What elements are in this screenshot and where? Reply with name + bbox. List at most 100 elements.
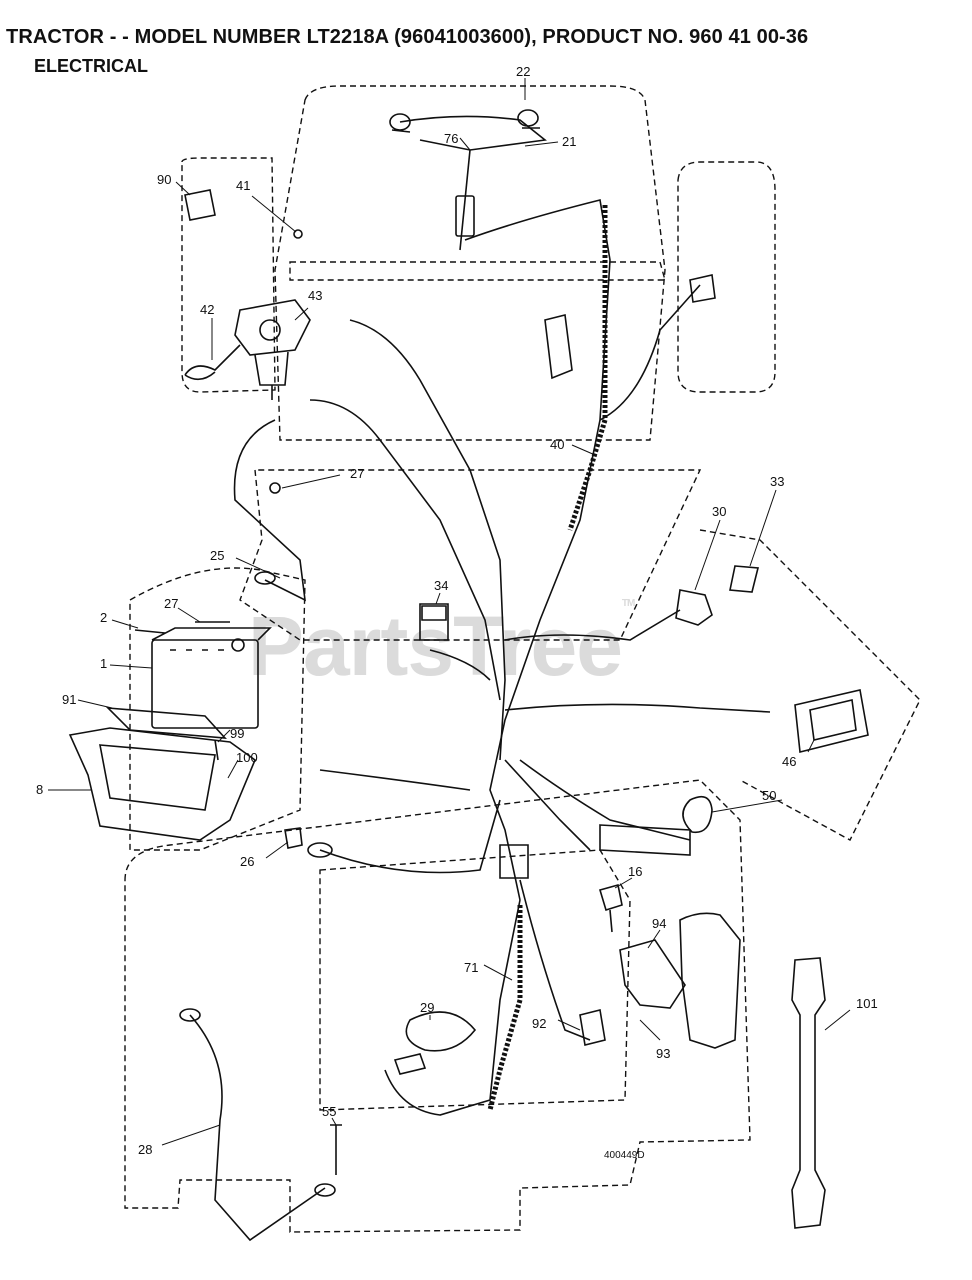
callout-26: 26 (240, 854, 254, 869)
callout-100: 100 (236, 750, 258, 765)
headlight-socket-76 (391, 127, 540, 133)
seat-switch-wire (384, 899, 521, 1116)
callout-90: 90 (157, 172, 171, 187)
callout-94: 94 (652, 916, 666, 931)
leader-27b (177, 607, 201, 623)
leader-93 (639, 1019, 661, 1041)
harness-to-ground-lug (319, 769, 471, 791)
leader-1 (109, 664, 153, 669)
leader-33 (749, 489, 777, 567)
right-headlight-outline (677, 161, 776, 393)
hood-switch-stem (254, 351, 289, 400)
hood-switch-43 (234, 299, 311, 356)
callout-99: 99 (230, 726, 244, 741)
callout-55: 55 (322, 1104, 336, 1119)
ground-cable-28 (189, 1014, 326, 1242)
ground-lug-28-end (314, 1183, 336, 1197)
page-title: TRACTOR - - MODEL NUMBER LT2218A (960410… (6, 26, 809, 48)
leader-55 (331, 1117, 337, 1126)
screw-55 (330, 1124, 342, 1175)
ignition-switch-30 (675, 589, 713, 626)
dash-panel-outline (239, 469, 702, 641)
harness-to-connector-34 (429, 649, 491, 681)
callout-34: 34 (434, 578, 448, 593)
leader-41 (251, 195, 297, 233)
callout-40: 40 (550, 437, 564, 452)
dash-connector (544, 314, 573, 380)
leader-34 (435, 592, 441, 605)
headlight-connector (455, 195, 475, 237)
callout-30: 30 (712, 504, 726, 519)
leader-91 (77, 699, 113, 709)
light-switch-50 (682, 795, 713, 834)
key-33 (729, 565, 760, 593)
right-headlight-bulb (517, 109, 539, 127)
ring-terminal-26 (307, 842, 333, 858)
nut-41 (293, 229, 303, 239)
battery-tray-inner (99, 744, 216, 811)
leader-16 (614, 877, 633, 889)
battery-area-outline (129, 567, 306, 851)
harness-to-ground-26 (319, 799, 501, 874)
leader-101 (824, 1009, 851, 1031)
callout-91: 91 (62, 692, 76, 707)
callout-27-top: 27 (350, 466, 364, 481)
callout-1: 1 (100, 656, 107, 671)
leader-28 (161, 1124, 221, 1146)
rear-lamp-connector (689, 274, 716, 303)
callout-92: 92 (532, 1016, 546, 1031)
clip-26 (284, 827, 303, 849)
callout-46: 46 (782, 754, 796, 769)
switch-29 (405, 1011, 477, 1052)
fuse-16 (598, 883, 623, 933)
left-headlight-outline (181, 157, 276, 393)
washer-27-top (269, 482, 281, 494)
harness-to-ignition (504, 703, 771, 713)
callout-71: 71 (464, 960, 478, 975)
battery-terminal-positive (231, 638, 245, 652)
leader-50 (711, 799, 783, 813)
callout-21: 21 (562, 134, 576, 149)
battery-1 (151, 639, 259, 729)
harness-branch-start (349, 319, 506, 761)
leader-25 (235, 557, 281, 579)
connector-34 (419, 603, 449, 641)
watermark: PartsTreeTM (248, 598, 635, 695)
tray-bolt-99 (214, 739, 219, 761)
leader-94 (647, 929, 661, 949)
leader-100 (227, 759, 239, 779)
main-harness-trunk (464, 199, 611, 901)
relay-92 (579, 1009, 606, 1046)
leader-26 (265, 841, 289, 859)
module-46 (794, 689, 869, 753)
harness-to-seat (504, 759, 591, 851)
hood-outline (274, 85, 666, 441)
harness-101 (791, 957, 826, 1229)
callout-101: 101 (856, 996, 878, 1011)
ring-terminal-25 (254, 571, 276, 585)
seat-area-outline (319, 849, 631, 1111)
battery-top (151, 627, 272, 641)
callout-93: 93 (656, 1046, 670, 1061)
callout-2: 2 (100, 610, 107, 625)
callout-42: 42 (200, 302, 214, 317)
hood-switch-lens (259, 319, 281, 341)
bracket-90 (184, 189, 216, 221)
leader-30 (694, 519, 721, 591)
callout-22: 22 (516, 64, 530, 79)
leader-76 (459, 137, 471, 151)
battery-tray-8 (68, 727, 256, 841)
connector-71-top (499, 844, 529, 879)
callout-43: 43 (308, 288, 322, 303)
left-headlight-bulb (389, 113, 411, 131)
leader-2 (111, 619, 139, 629)
callout-25: 25 (210, 548, 224, 563)
callout-8: 8 (36, 782, 43, 797)
leader-46 (807, 739, 815, 753)
harness-branch-cable (309, 399, 501, 701)
watermark-text: PartsTree (248, 599, 623, 693)
fuse-block (599, 824, 691, 856)
leader-99 (217, 729, 231, 743)
headlight-wire-a (399, 115, 547, 151)
